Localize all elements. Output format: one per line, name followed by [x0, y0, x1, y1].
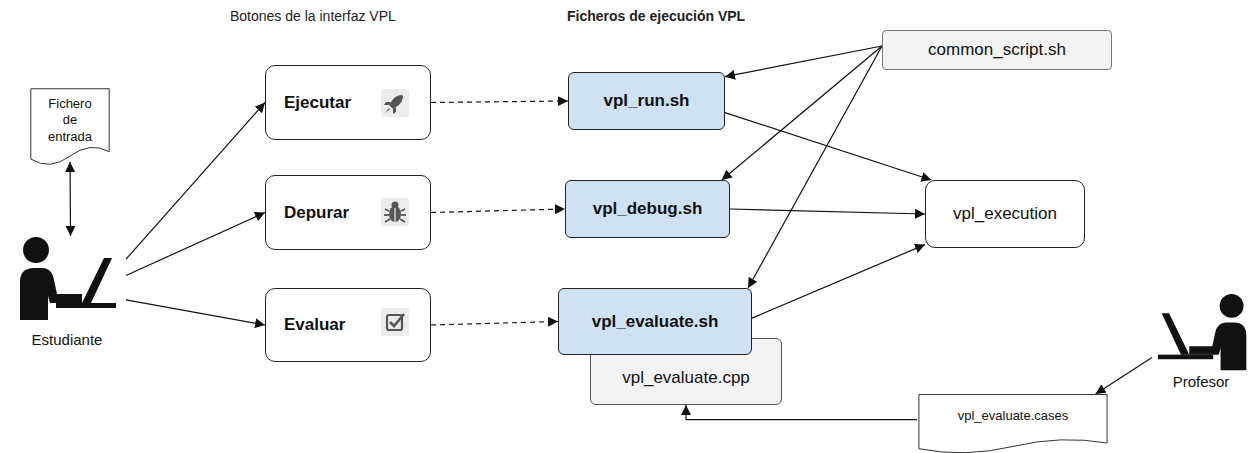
arrow	[686, 405, 917, 420]
arrow	[748, 46, 882, 288]
script-file-box: vpl_evaluate.sh	[558, 288, 752, 355]
button-box: Depurar	[265, 175, 431, 250]
rocket-icon	[381, 89, 409, 117]
execution-box: vpl_execution	[925, 180, 1085, 248]
checkbox-icon	[381, 308, 409, 336]
node-label: Profesor	[1173, 373, 1230, 392]
teacher-figure	[1158, 294, 1246, 370]
arrow	[126, 213, 265, 276]
arrow	[725, 113, 931, 180]
arrow	[126, 300, 265, 325]
node-label: vpl_evaluate.cases	[958, 408, 1069, 424]
arrow	[752, 245, 925, 319]
node-label: Ejecutar	[284, 92, 351, 113]
arrow	[69, 162, 71, 236]
column-heading: Botones de la interfaz VPL	[230, 8, 396, 24]
node-label: vpl_evaluate.cpp	[622, 367, 750, 388]
dashed-arrow	[431, 209, 565, 213]
dashed-arrow	[431, 322, 558, 326]
teacher-actor: Profesor	[1152, 290, 1250, 394]
input-file-document: Fichero de entrada	[30, 88, 110, 162]
dashed-arrow	[431, 101, 568, 103]
node-label: vpl_evaluate.sh	[592, 311, 719, 332]
arrow	[1096, 358, 1152, 394]
node-label: vpl_debug.sh	[593, 198, 703, 219]
node-label: Estudiante	[32, 331, 103, 350]
column-heading: Ficheros de ejecución VPL	[567, 8, 745, 24]
common-script-box: common_script.sh	[882, 30, 1112, 70]
node-label: common_script.sh	[928, 39, 1066, 60]
arrow	[126, 103, 265, 260]
script-file-box: vpl_debug.sh	[565, 180, 730, 238]
arrow	[722, 46, 882, 180]
arrow	[730, 209, 925, 214]
arrow	[725, 46, 882, 77]
button-box: Ejecutar	[265, 65, 431, 140]
bug-icon	[381, 198, 409, 226]
node-label: Depurar	[284, 202, 349, 223]
button-box: Evaluar	[265, 288, 431, 362]
student-actor: Estudiante	[8, 236, 126, 352]
test-cases-document: vpl_evaluate.cases	[917, 394, 1109, 451]
node-label: vpl_execution	[953, 203, 1057, 224]
node-label: vpl_run.sh	[604, 90, 690, 111]
node-label: Evaluar	[284, 314, 345, 335]
node-label: Fichero de entrada	[41, 96, 99, 145]
script-file-box: vpl_run.sh	[568, 72, 725, 130]
student-figure	[20, 237, 116, 320]
